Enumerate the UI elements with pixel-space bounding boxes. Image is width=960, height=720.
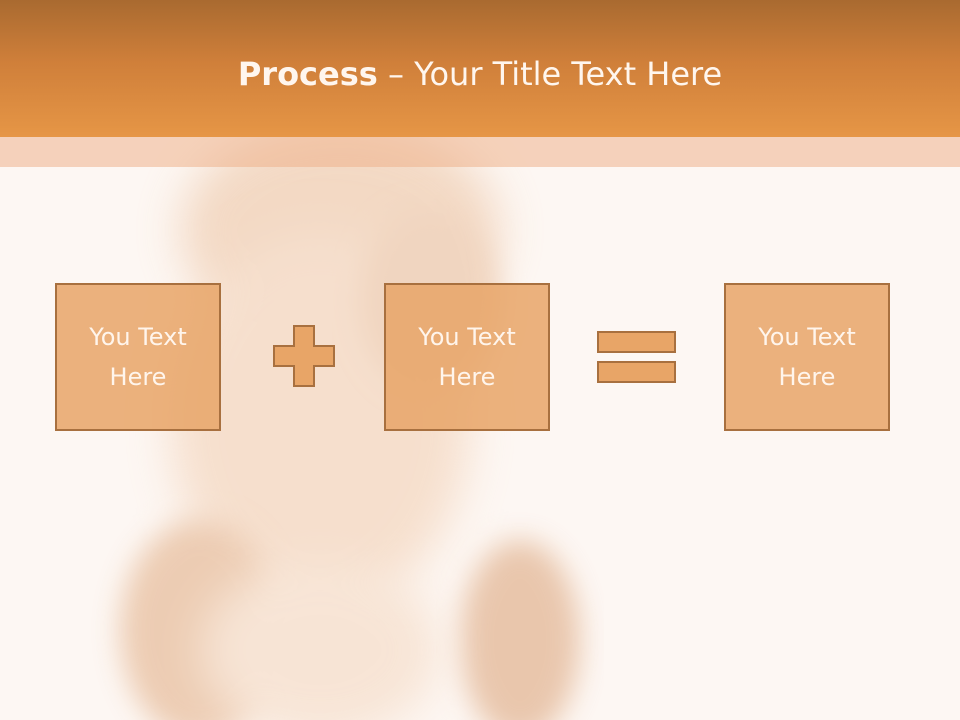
title-bar: [0, 0, 960, 137]
equals-icon: [597, 331, 676, 383]
title-bold-part: Process: [237, 55, 378, 93]
plus-icon: [273, 325, 335, 387]
process-box-3-label: You Text Here: [758, 323, 856, 391]
process-box-2-label: You Text Here: [418, 323, 516, 391]
process-box-3[interactable]: You Text Here: [724, 283, 890, 431]
process-box-1[interactable]: You Text Here: [55, 283, 221, 431]
title-rest-part: – Your Title Text Here: [377, 55, 723, 93]
process-box-1-label: You Text Here: [89, 323, 187, 391]
title-accent-band: [0, 137, 960, 167]
process-box-2[interactable]: You Text Here: [384, 283, 550, 431]
page-title: Process – Your Title Text Here: [0, 52, 960, 96]
